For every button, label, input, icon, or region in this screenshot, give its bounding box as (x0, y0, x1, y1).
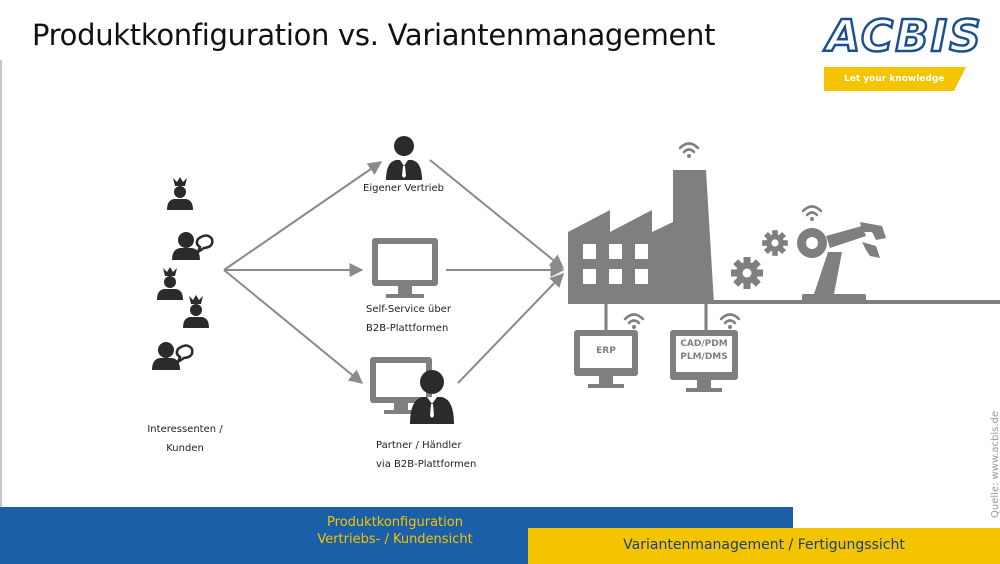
arrow-to-partner (223, 269, 364, 384)
erp-monitor-icon (574, 330, 638, 388)
logo-wordmark: ACBIS (825, 11, 983, 62)
cad-label-line2: PLM/DMS (680, 352, 728, 362)
cad-wifi-icon (719, 313, 741, 331)
arrow-to-own-sales (223, 161, 383, 271)
customers-label-line2: Kunden (166, 443, 204, 454)
own-sales-label: Eigener Vertrieb (363, 183, 445, 194)
robot-arm-icon (797, 222, 886, 304)
sales-view-label-line1: Produktkonfiguration (327, 515, 463, 530)
cad-monitor-icon (670, 330, 738, 392)
left-divider (0, 60, 2, 510)
self-service-monitor-icon (372, 238, 438, 298)
own-sales-person-icon (386, 136, 422, 180)
customers-group-icon (150, 177, 214, 372)
source-credit: Quelle: www.acbis.de (990, 410, 1000, 518)
customers-label-line1: Interessenten / (147, 424, 223, 435)
self-service-label-line2: B2B-Plattformen (366, 323, 449, 334)
robot-wifi-icon (801, 205, 823, 223)
cad-label-line1: CAD/PDM (680, 339, 728, 349)
production-view-label: Variantenmanagement / Fertigungssicht (623, 537, 905, 553)
logo-tagline: Let your knowledge work (824, 67, 966, 108)
erp-wifi-icon (623, 313, 645, 331)
partner-label-line2: via B2B-Plattformen (376, 459, 477, 470)
erp-label: ERP (596, 346, 616, 356)
arrow-partner-to-factory (457, 272, 564, 384)
sales-view-label: Produktkonfiguration Vertriebs- / Kunden… (300, 514, 490, 548)
partner-label-line1: Partner / Händler (376, 440, 462, 451)
factory-icon (568, 170, 714, 304)
gear-small-icon (762, 230, 788, 256)
self-service-label-line1: Self-Service über (366, 304, 451, 315)
acbis-logo: ACBIS Let your knowledge work (822, 11, 987, 108)
arrow-own-sales-to-factory (429, 159, 565, 269)
production-view-band (528, 528, 1000, 564)
page-title: Produktkonfiguration vs. Variantenmanage… (32, 18, 716, 52)
sales-view-label-line2: Vertriebs- / Kundensicht (317, 532, 473, 547)
flow-arrows (223, 159, 565, 384)
partner-monitor-person-icon (370, 357, 454, 424)
factory-wifi-icon (678, 142, 700, 160)
gear-large-icon (731, 257, 763, 289)
